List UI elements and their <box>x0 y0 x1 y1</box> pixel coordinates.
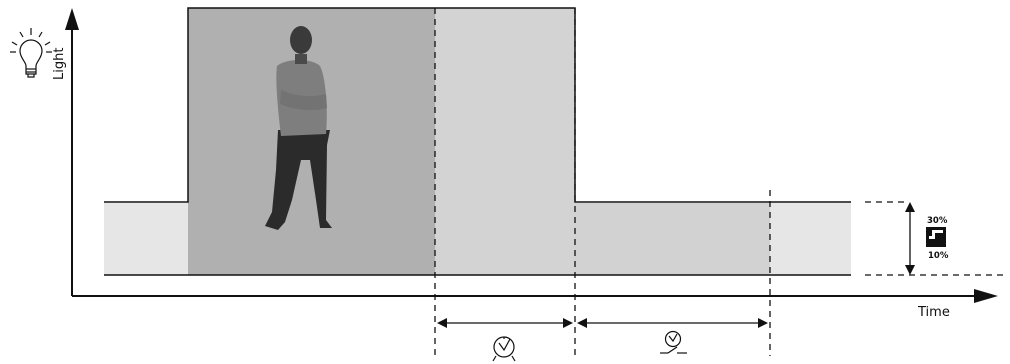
x-axis <box>72 289 998 303</box>
switch-off-delay-span <box>577 318 768 328</box>
stepped-level-icon <box>926 227 946 247</box>
light-bulb-icon <box>10 28 52 77</box>
y-axis-label: Light <box>52 48 67 80</box>
clock-icon <box>493 337 515 361</box>
hold-time-span <box>437 318 573 328</box>
hold-time-region <box>435 8 575 275</box>
x-axis-label: Time <box>917 305 950 320</box>
level-low-label: 10% <box>928 251 949 261</box>
clock-switch-icon <box>660 332 687 354</box>
standby-delay-band <box>575 203 770 275</box>
level-high-label: 30% <box>927 216 948 226</box>
y-axis <box>65 8 79 296</box>
level-range-indicator <box>905 202 915 275</box>
